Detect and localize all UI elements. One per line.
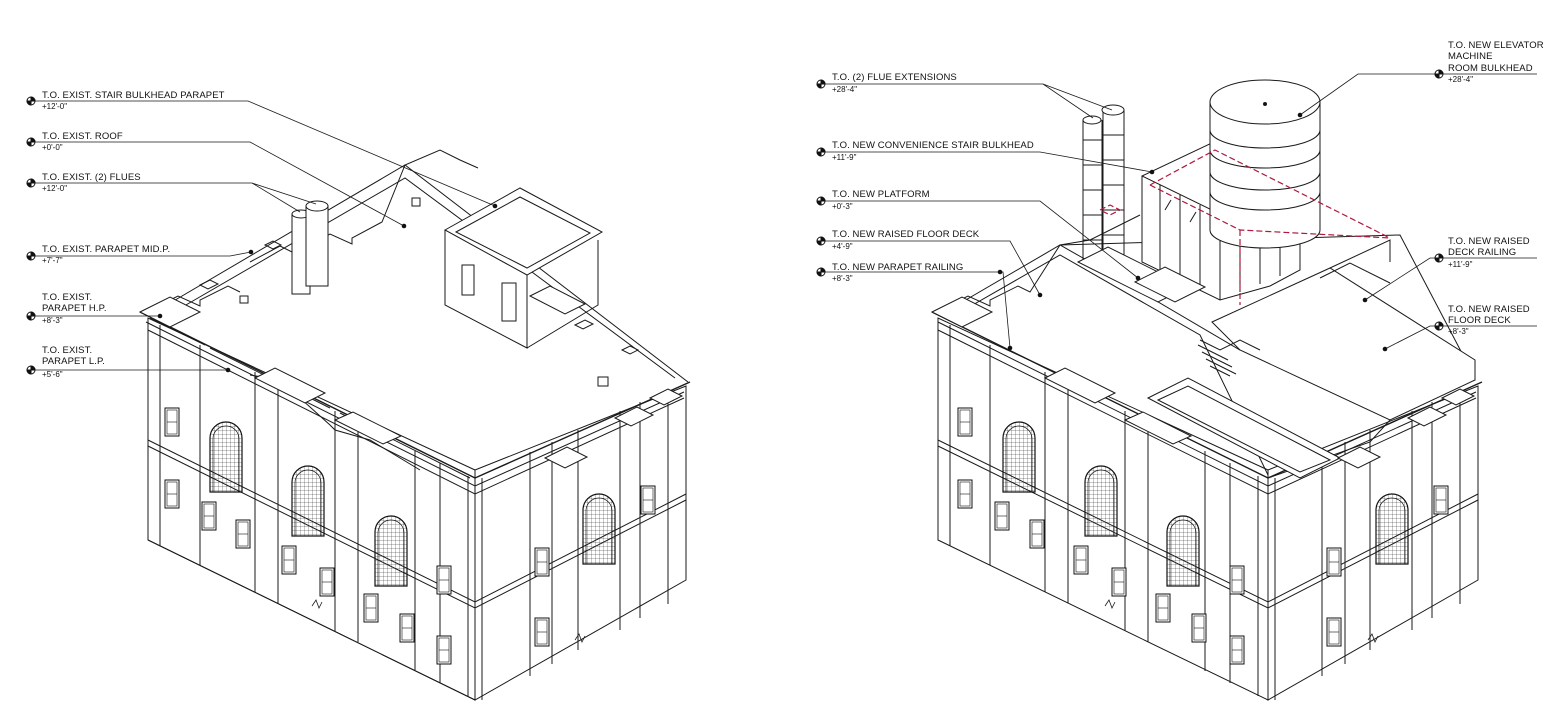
callout-stair-bulkhead-parapet-elevation: +12'-0" <box>42 102 68 111</box>
callout-parapet-hp-line1: T.O. EXIST. <box>42 292 93 303</box>
callout-raised-deck-railing-line2: DECK RAILING <box>1448 247 1517 258</box>
callout-raised-deck-railing-line1: T.O. NEW RAISED <box>1448 236 1530 247</box>
elevation-target-icon <box>816 267 826 277</box>
callout-elevator-machine-room-line2: MACHINE <box>1448 51 1493 62</box>
elevation-target-icon <box>1434 253 1444 263</box>
elevation-target-icon <box>26 137 36 147</box>
existing-building-isometric <box>138 149 691 701</box>
callout-new-raised-floor-deck-elevation: +4'-9" <box>832 242 853 251</box>
right-leader-dots <box>997 112 1388 352</box>
callout-new-platform-elevation: +0'-3" <box>832 202 853 211</box>
callout-exist-roof-elevation: +0'-0" <box>42 143 63 152</box>
elevation-target-icon <box>1434 321 1444 331</box>
callout-new-raised-floor-deck: T.O. NEW RAISED FLOOR DECK <box>832 229 980 240</box>
callout-flue-extensions: T.O. (2) FLUE EXTENSIONS <box>832 72 957 83</box>
elevation-target-icon <box>816 79 826 89</box>
callout-new-parapet-railing-elevation: +8'-3" <box>832 274 853 283</box>
callout-exist-flues-elevation: +12'-0" <box>42 184 68 193</box>
elevation-target-icon <box>26 178 36 188</box>
elevation-target-icon <box>816 196 826 206</box>
elevation-target-icon <box>26 251 36 261</box>
callout-new-parapet-railing: T.O. NEW PARAPET RAILING <box>832 262 964 273</box>
callout-parapet-hp-line2: PARAPET H.P. <box>42 303 107 314</box>
callout-parapet-hp-elevation: +8'-3" <box>42 316 63 325</box>
callout-raised-deck-railing-elevation: +11'-9" <box>1448 260 1473 269</box>
callout-parapet-lp-line2: PARAPET L.P. <box>42 356 105 367</box>
elevation-target-icon <box>26 96 36 106</box>
elevation-target-icon <box>816 236 826 246</box>
callout-elevator-machine-room-line1: T.O. NEW ELEVATOR <box>1448 40 1544 51</box>
left-leader-dots <box>157 203 498 373</box>
level-marker-icons <box>26 69 1444 375</box>
callout-parapet-lp-elevation: +5'-6" <box>42 370 63 379</box>
callout-new-platform: T.O. NEW PLATFORM <box>832 189 930 200</box>
left-leader-lines <box>30 100 496 371</box>
elevation-target-icon <box>816 147 826 157</box>
callout-parapet-mid: T.O. EXIST. PARAPET MID.P. <box>42 244 171 255</box>
elevation-target-icon <box>26 365 36 375</box>
callout-raised-floor-deck-elevation: +8'-3" <box>1448 327 1469 336</box>
callout-exist-roof: T.O. EXIST. ROOF <box>42 131 123 142</box>
callout-stair-bulkhead-parapet: T.O. EXIST. STAIR BULKHEAD PARAPET <box>42 90 225 101</box>
callout-elevator-machine-room-line3: ROOM BULKHEAD <box>1448 63 1533 74</box>
elevation-target-icon <box>1434 69 1444 79</box>
callout-raised-floor-deck-line1: T.O. NEW RAISED <box>1448 304 1530 315</box>
callout-flue-extensions-elevation: +28'-4" <box>832 85 858 94</box>
callout-raised-floor-deck-line2: FLOOR DECK <box>1448 315 1511 326</box>
callout-convenience-stair-bulkhead: T.O. NEW CONVENIENCE STAIR BULKHEAD <box>832 140 1034 151</box>
callout-elevator-machine-room-elevation: +28'-4" <box>1448 75 1474 84</box>
callout-exist-flues: T.O. EXIST. (2) FLUES <box>42 172 141 183</box>
proposed-building-isometric <box>930 79 1483 701</box>
elevation-target-icon <box>26 311 36 321</box>
callout-parapet-lp-line1: T.O. EXIST. <box>42 345 93 356</box>
right-leader-lines <box>820 73 1537 350</box>
elevator-bulkhead-dashed-outline <box>1098 149 1391 305</box>
callout-convenience-stair-bulkhead-elevation: +11'-9" <box>832 153 857 162</box>
callout-parapet-mid-elevation: +7'-7" <box>42 256 63 265</box>
